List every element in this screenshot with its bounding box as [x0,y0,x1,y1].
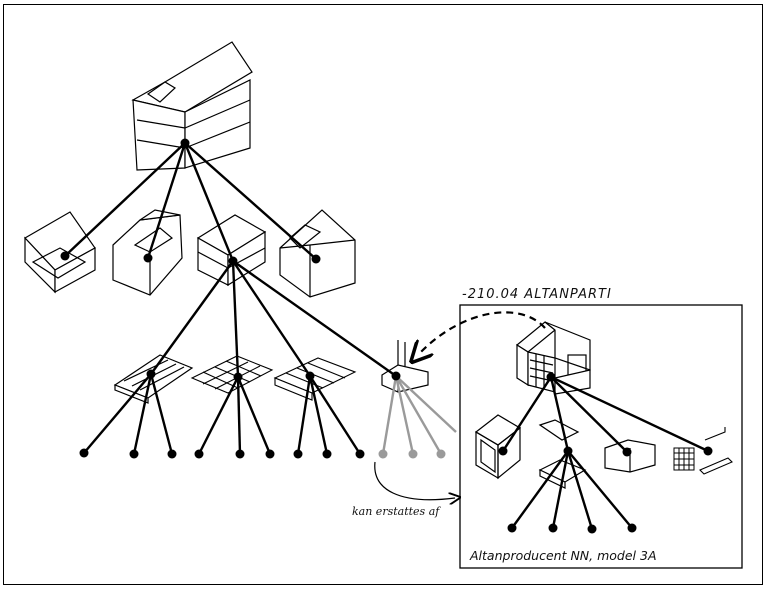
black-nodes [60,138,713,534]
grey-branches [381,375,457,455]
inset-caption: Altanproducent NN, model 3A [470,548,657,563]
inset-base-box-icon [538,459,587,489]
component-floor-frame-icon [24,211,96,294]
replace-note: kan erstattes af [352,505,440,518]
inset-house-with-balcony-icon [515,321,591,395]
diagram-frame [3,4,763,585]
component-gable-house-icon [279,209,356,298]
grey-nodes [378,449,446,459]
inset-frame-cube-icon [474,414,522,480]
inset-grid-panel-icon [673,447,695,471]
inset-door-panel-icon [604,439,656,473]
house-top-icon [131,41,253,171]
inset-railing-pieces-icon [699,427,733,475]
component-grid-frame-icon [190,355,274,394]
inset-box [459,304,743,569]
component-roof-structure-icon [112,209,183,296]
inset-floor-panel-icon [538,419,580,441]
replace-arrow [374,461,455,500]
section-label: -210.04 ALTANPARTI [462,287,612,302]
black-branches [64,142,709,530]
component-storey-stack-icon [196,214,267,287]
substitution-arrow [418,311,546,355]
